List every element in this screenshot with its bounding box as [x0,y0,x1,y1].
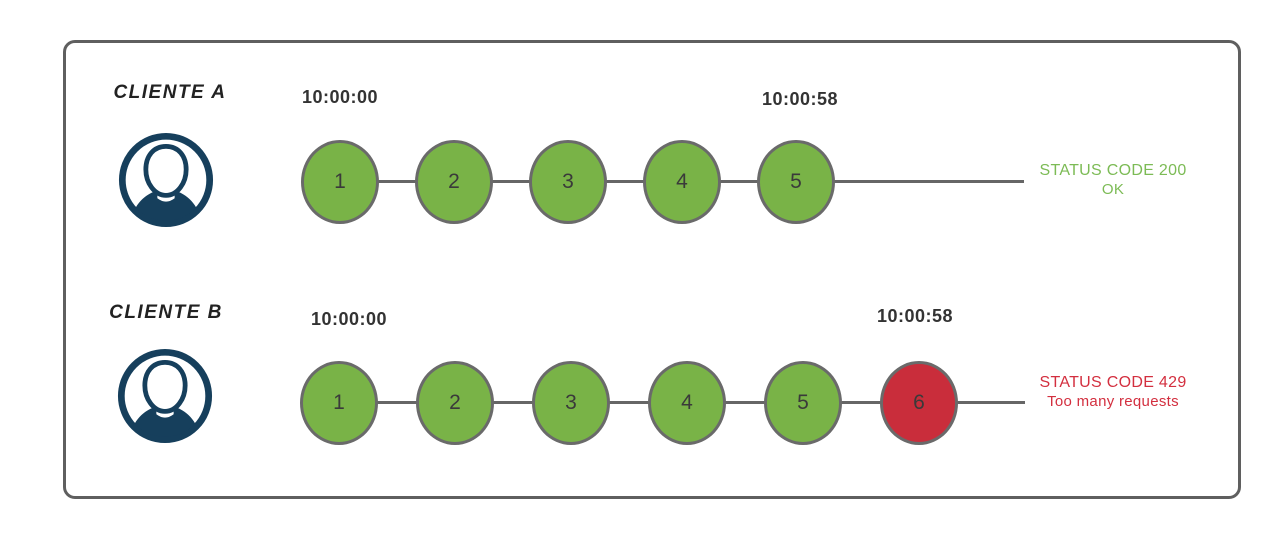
timestamp-end: 10:00:58 [761,89,839,109]
status-code: STATUS CODE 429 [1039,374,1187,391]
request-number: 4 [681,391,693,414]
status-message: OK [1101,181,1125,198]
user-avatar-icon [117,348,213,444]
request-number: 6 [913,391,925,414]
timestamp-start: 10:00:00 [310,309,388,329]
request-circle: 4 [648,361,726,445]
user-avatar-icon [118,132,214,228]
timestamp-end: 10:00:58 [876,306,954,326]
request-number: 3 [565,391,577,414]
request-circle-blocked: 6 [880,361,958,445]
status-code: STATUS CODE 200 [1039,162,1187,179]
request-circle: 2 [415,140,493,224]
request-circle: 5 [757,140,835,224]
status-text-too-many-requests: STATUS CODE 429 Too many requests [1028,373,1198,411]
request-circle: 1 [300,361,378,445]
request-circle: 5 [764,361,842,445]
request-circle: 1 [301,140,379,224]
request-number: 1 [333,391,345,414]
timestamp-start: 10:00:00 [301,87,379,107]
request-circle: 3 [529,140,607,224]
request-number: 5 [797,391,809,414]
request-circle: 2 [416,361,494,445]
request-timeline: 1 2 3 4 5 [301,140,835,224]
request-circle: 3 [532,361,610,445]
status-text-ok: STATUS CODE 200 OK [1028,161,1198,199]
client-a-label: CLIENTE A [113,82,227,103]
status-message: Too many requests [1047,393,1179,410]
request-number: 3 [562,170,574,193]
request-number: 4 [676,170,688,193]
request-number: 2 [449,391,461,414]
request-number: 5 [790,170,802,193]
request-number: 2 [448,170,460,193]
request-number: 1 [334,170,346,193]
request-timeline: 1 2 3 4 5 6 [300,361,958,445]
client-b-label: CLIENTE B [109,302,223,323]
request-circle: 4 [643,140,721,224]
